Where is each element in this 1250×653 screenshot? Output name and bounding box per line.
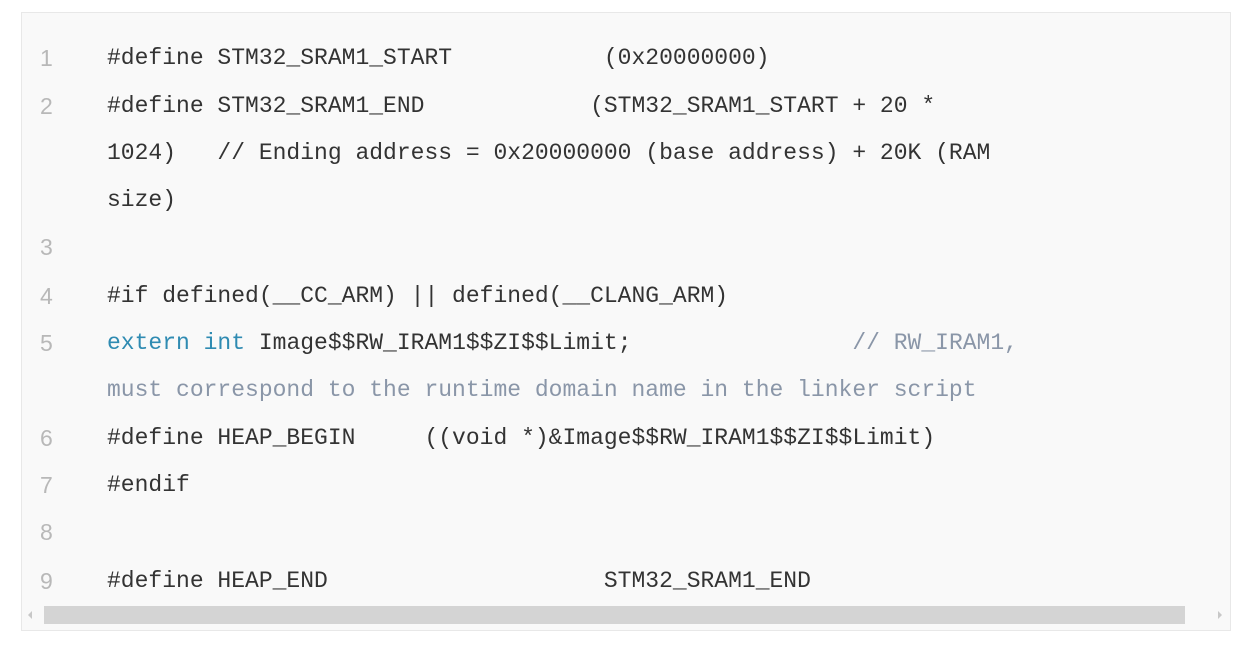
code-line-wrap: 1024) // Ending address = 0x20000000 (ba…: [22, 130, 1230, 177]
line-number: 4: [40, 283, 53, 309]
keyword: extern int: [107, 330, 246, 356]
scroll-left-arrow-icon[interactable]: [28, 611, 32, 619]
code-text: extern int Image$$RW_IRAM1$$ZI$$Limit; /…: [107, 320, 1018, 367]
horizontal-scrollbar[interactable]: [22, 605, 1230, 629]
code-block: 1 #define STM32_SRAM1_START (0x20000000)…: [21, 12, 1231, 631]
line-number: 6: [40, 425, 53, 451]
code-text: Image$$RW_IRAM1$$ZI$$Limit;: [245, 330, 632, 356]
line-number: 3: [40, 234, 53, 260]
code-line: 2 #define STM32_SRAM1_END (STM32_SRAM1_S…: [22, 83, 1230, 130]
line-number: 8: [40, 519, 53, 545]
comment: must correspond to the runtime domain na…: [107, 377, 977, 403]
line-number: 2: [40, 93, 53, 119]
comment: // RW_IRAM1,: [631, 330, 1018, 356]
code-text: 1024) // Ending address = 0x20000000 (ba…: [107, 140, 991, 166]
code-text: #define HEAP_BEGIN ((void *)&Image$$RW_I…: [107, 425, 936, 451]
code-text: #define HEAP_END STM32_SRAM1_END: [107, 568, 811, 594]
line-number: 7: [40, 472, 53, 498]
scroll-right-arrow-icon[interactable]: [1218, 611, 1222, 619]
line-number: 9: [40, 568, 53, 594]
code-line: 9 #define HEAP_END STM32_SRAM1_END: [22, 558, 1230, 605]
code-line-wrap: size): [22, 177, 1230, 224]
code-line: 8: [22, 509, 1230, 556]
code-text: #define STM32_SRAM1_START (0x20000000): [107, 45, 770, 71]
line-number: 5: [40, 330, 53, 356]
code-line: 3: [22, 224, 1230, 271]
line-number: 1: [40, 45, 53, 71]
code-line: 6 #define HEAP_BEGIN ((void *)&Image$$RW…: [22, 415, 1230, 462]
code-text: #endif: [107, 472, 190, 498]
code-line: 1 #define STM32_SRAM1_START (0x20000000): [22, 35, 1230, 82]
scrollbar-thumb[interactable]: [44, 606, 1185, 624]
code-text: size): [107, 187, 177, 213]
code-text: #if defined(__CC_ARM) || defined(__CLANG…: [107, 283, 729, 309]
code-line-wrap: must correspond to the runtime domain na…: [22, 367, 1230, 414]
code-text: #define STM32_SRAM1_END (STM32_SRAM1_STA…: [107, 93, 936, 119]
code-line: 5 extern int Image$$RW_IRAM1$$ZI$$Limit;…: [22, 320, 1230, 367]
code-line: 4 #if defined(__CC_ARM) || defined(__CLA…: [22, 273, 1230, 320]
code-line: 7 #endif: [22, 462, 1230, 509]
